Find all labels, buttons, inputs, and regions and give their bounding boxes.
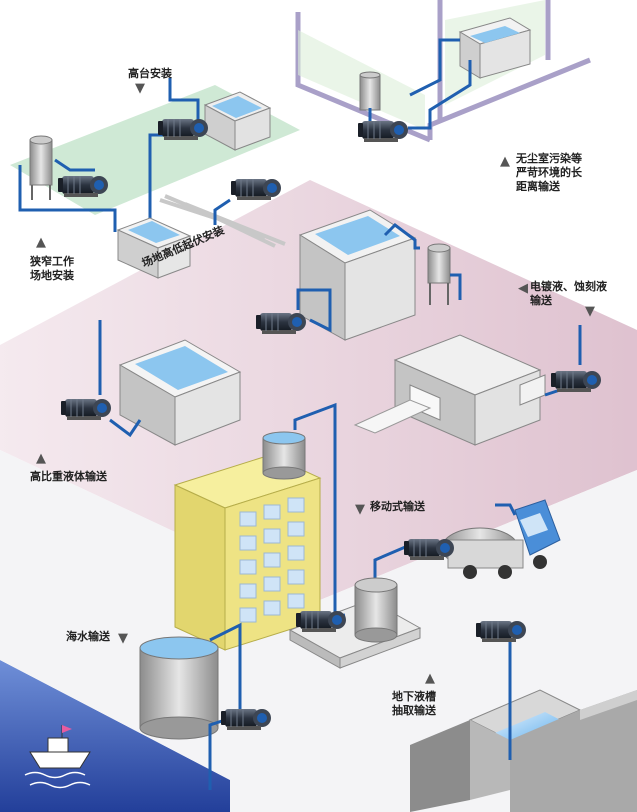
high-platform-pump-icon (157, 118, 209, 141)
heavy-liquid-tank (118, 339, 242, 446)
up-arrow-icon: ▲ (36, 235, 46, 250)
narrow-pump-icon (57, 175, 109, 198)
tank-truck (441, 499, 561, 579)
label-high-platform: 高台安装 (128, 67, 172, 80)
underground-pump-icon (475, 620, 527, 643)
down-arrow-icon: ▼ (585, 304, 595, 319)
cleanroom-pump-icon (357, 120, 409, 143)
plating-tank (298, 209, 417, 341)
label-mobile: 移动式输送 (370, 500, 425, 513)
label-cleanroom-line2: 严苛环境的长 (516, 166, 582, 179)
uneven-pump-icon (230, 178, 282, 201)
left-arrow-icon: ◀ (518, 281, 528, 296)
up-right-arrow-icon: ▲ (425, 671, 435, 686)
label-narrow-line1: 狭窄工作 (30, 255, 74, 268)
building (173, 454, 322, 651)
label-plating-line1: 电镀液、蚀刻液 (530, 280, 607, 293)
underground-sump (410, 689, 637, 812)
seawater-tank (139, 636, 219, 740)
cleanroom-column-tank (359, 71, 381, 111)
rooftop-tank (262, 431, 306, 480)
label-cleanroom-line1: 无尘室污染等 (516, 152, 582, 165)
uneven-tank (116, 217, 192, 279)
down-arrow-icon: ▼ (118, 631, 128, 646)
platform-pump-icon (295, 610, 347, 633)
plating-pump-icon (255, 312, 307, 335)
label-plating-line2: 输送 (530, 294, 552, 307)
etching-pump-icon (550, 370, 602, 393)
etching-chamber (353, 334, 546, 446)
narrow-column-tank (29, 135, 53, 200)
sea-area (0, 660, 230, 812)
label-underground-line2: 抽取输送 (392, 704, 436, 717)
plating-column-tank (427, 243, 451, 305)
cleanroom-tray (458, 17, 532, 79)
high-platform-tray (203, 91, 272, 151)
mobile-storage-tank (354, 577, 398, 643)
up-arrow-icon: ▲ (36, 451, 46, 466)
label-seawater: 海水输送 (66, 630, 110, 643)
label-cleanroom-line3: 距离输送 (516, 180, 560, 193)
mobile-pump-icon (403, 538, 455, 561)
label-narrow-line2: 场地安装 (30, 269, 74, 282)
label-underground-line1: 地下液槽 (392, 690, 436, 703)
ship-icon (24, 725, 91, 789)
label-heavy-liquid: 高比重液体输送 (30, 470, 107, 483)
down-arrow-icon: ▼ (355, 502, 365, 517)
pink-band (0, 180, 637, 600)
seawater-pump-icon (220, 708, 272, 731)
down-arrow-icon: ▼ (135, 81, 145, 96)
up-arrow-icon: ▲ (500, 154, 510, 169)
heavy-liquid-pump-icon (60, 398, 112, 421)
